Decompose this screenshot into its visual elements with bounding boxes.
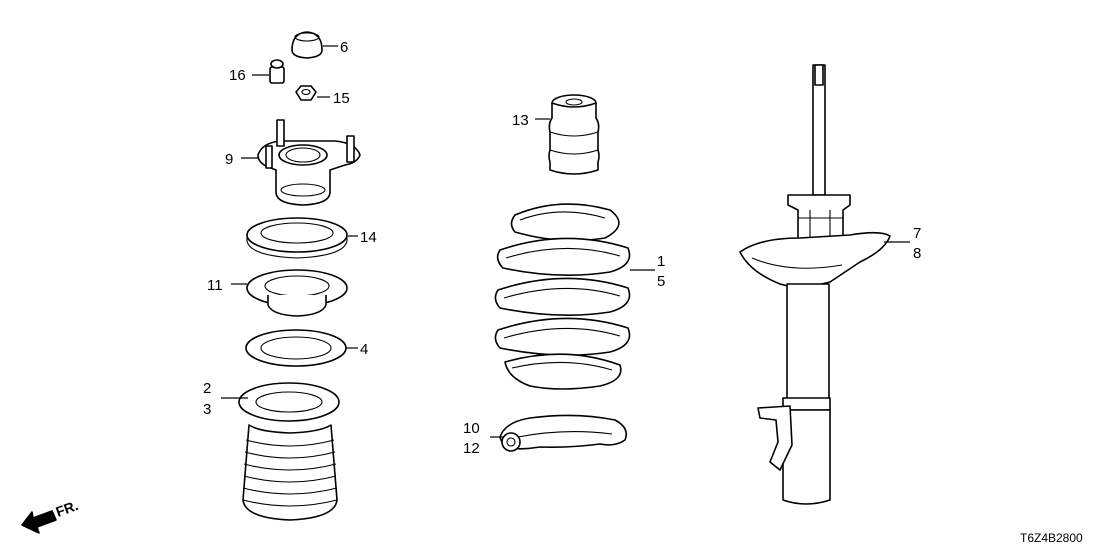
front-direction-arrow: FR.: [21, 497, 81, 534]
callout-5: 5: [657, 273, 665, 290]
part-14-bearing: [246, 217, 348, 259]
callout-9: 9: [225, 151, 233, 168]
part-10-12-lower-seat: [499, 414, 628, 452]
part-4-spring-rubber: [245, 329, 347, 367]
callout-8: 8: [913, 245, 921, 262]
callout-2: 2: [203, 380, 211, 397]
callout-14: 14: [360, 229, 377, 246]
callout-12: 12: [463, 440, 480, 457]
callout-7: 7: [913, 225, 921, 242]
part-6-cap: [291, 31, 323, 59]
callout-10: 10: [463, 420, 480, 437]
part-11-spring-seat: [246, 269, 348, 317]
part-13-bump-stop: [548, 94, 600, 175]
callout-3: 3: [203, 401, 211, 418]
callout-4: 4: [360, 341, 368, 358]
part-7-8-damper: [739, 64, 891, 505]
callout-16: 16: [229, 67, 246, 84]
callout-13: 13: [512, 112, 529, 129]
part-2-3-dust-boot: [238, 382, 340, 521]
diagram-code: T6Z4B2800: [1020, 531, 1083, 545]
front-direction-label: FR.: [54, 497, 81, 520]
callout-11: 11: [207, 277, 223, 294]
part-15-nut: [295, 85, 317, 101]
callout-15: 15: [333, 90, 350, 107]
part-9-strut-mount: [257, 119, 361, 206]
callout-1: 1: [657, 253, 665, 270]
part-1-5-coil-spring: [494, 203, 631, 390]
part-16-stud: [269, 59, 285, 84]
callout-6: 6: [340, 39, 348, 56]
